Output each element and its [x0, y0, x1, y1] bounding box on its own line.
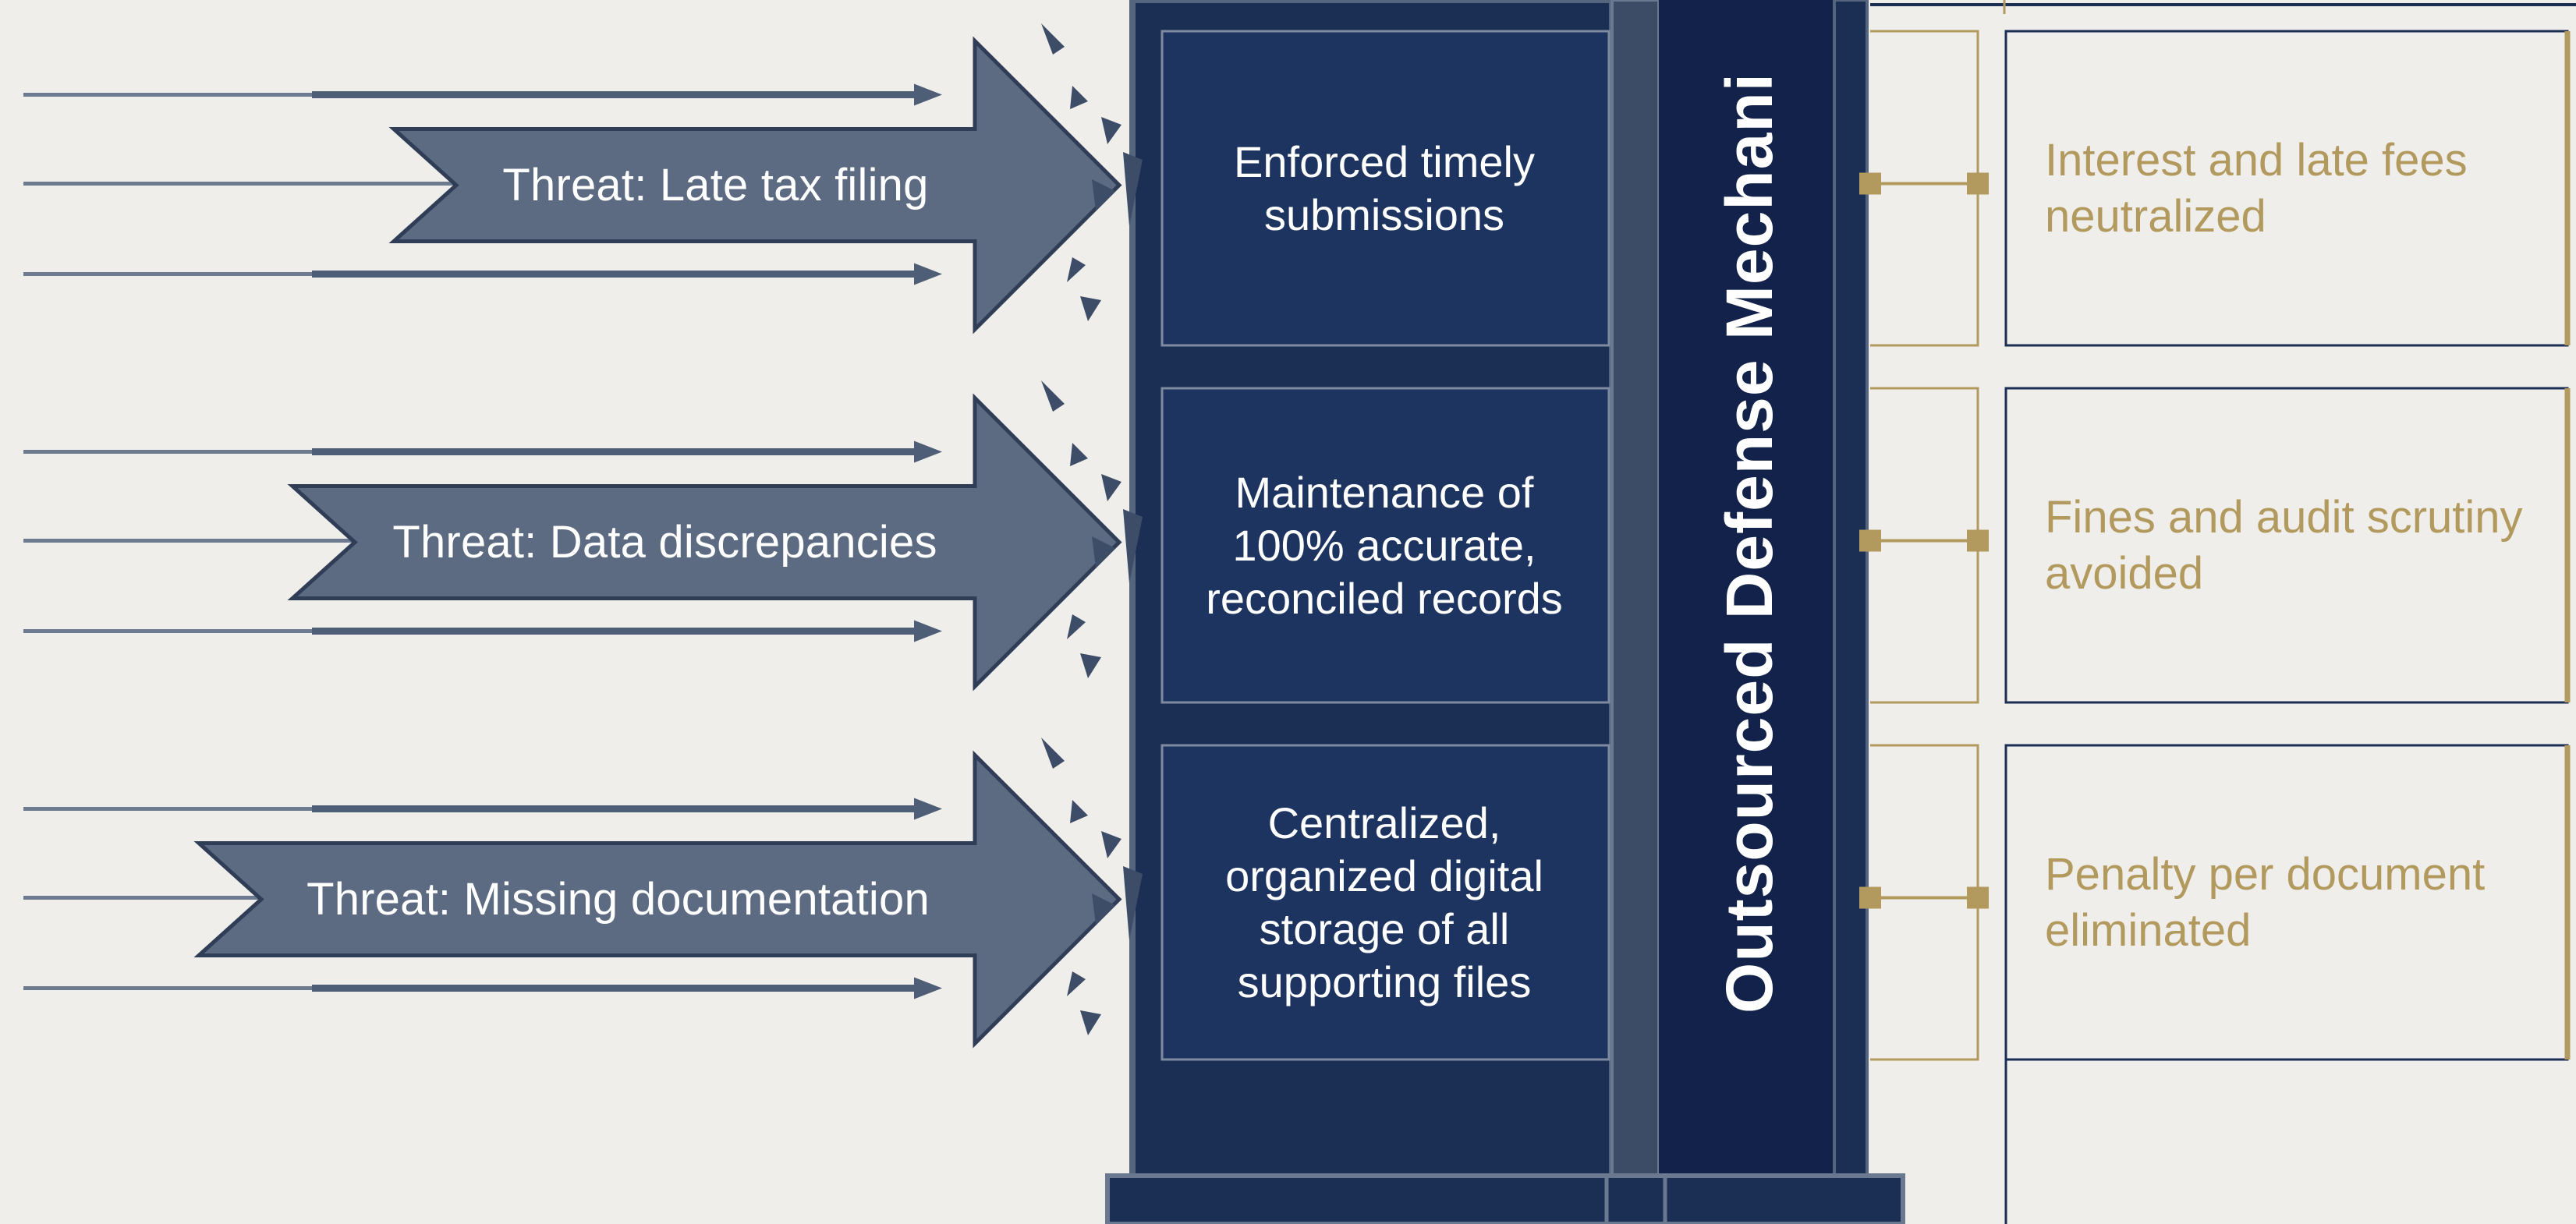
- impact-shard: [1080, 653, 1101, 678]
- impact-shard: [1067, 257, 1086, 282]
- impact-shard: [1123, 866, 1143, 940]
- outcome-label: Interest and late fees neutralized: [2045, 134, 2468, 242]
- impact-shard: [1070, 86, 1088, 109]
- impact-shard: [1067, 614, 1086, 639]
- incoming-arrow-head: [914, 263, 942, 285]
- threat-arrow: [287, 393, 1122, 692]
- impact-shard: [1080, 296, 1101, 321]
- bracket-frame: [1870, 744, 1979, 1061]
- threat-arrow: [388, 36, 1122, 334]
- pillar-steel-strip: [1610, 0, 1660, 1224]
- threat-arrow: [193, 750, 1122, 1049]
- outcome-label: Penalty per document eliminated: [2045, 848, 2486, 956]
- defense-box: [1160, 387, 1610, 704]
- outcome-label: Fines and audit scrutiny avoided: [2045, 491, 2523, 599]
- impact-shard: [1067, 971, 1086, 996]
- impact-shard: [1092, 179, 1115, 210]
- impact-shard: [1123, 152, 1143, 226]
- defense-label: Centralized, organized digital storage o…: [1225, 798, 1543, 1006]
- incoming-arrow-head: [914, 798, 942, 820]
- impact-shard: [1041, 380, 1065, 412]
- impact-shard: [1101, 474, 1121, 501]
- incoming-arrow-head: [914, 440, 942, 463]
- pillar-title-band: [1659, 0, 1834, 1177]
- threat-label: Threat: Missing documentation: [306, 874, 930, 925]
- incoming-arrow-head: [914, 977, 942, 999]
- incoming-arrow-head: [914, 83, 942, 106]
- threat-label: Threat: Data discrepancies: [392, 517, 937, 568]
- impact-shard: [1101, 831, 1121, 858]
- impact-shard: [1041, 738, 1065, 769]
- rows-layer: [23, 23, 2571, 1061]
- impact-shard: [1070, 800, 1088, 823]
- connector-node: [1859, 529, 1881, 552]
- impact-shard: [1123, 509, 1143, 583]
- pillar-title: Outsourced Defense Mechani: [1713, 73, 1786, 1014]
- impact-shard: [1080, 1010, 1101, 1035]
- bracket-frame: [1870, 30, 1979, 347]
- incoming-arrow-head: [914, 620, 942, 642]
- impact-shard: [1070, 443, 1088, 466]
- defense-label: Maintenance of 100% accurate, reconciled…: [1206, 467, 1563, 623]
- impact-shard: [1041, 23, 1065, 55]
- pillar-base: [1105, 1173, 1905, 1224]
- defense-label: Enforced timely submissions: [1234, 136, 1535, 239]
- defense-box: [1160, 30, 1610, 347]
- impact-shard: [1092, 893, 1115, 925]
- impact-shard: [1092, 536, 1115, 568]
- connector-node: [1859, 886, 1881, 909]
- bracket-frame: [1870, 387, 1979, 704]
- threat-label: Threat: Late tax filing: [502, 160, 929, 210]
- defense-box: [1160, 744, 1610, 1061]
- impact-shard: [1101, 117, 1121, 144]
- connector-node: [1859, 172, 1881, 195]
